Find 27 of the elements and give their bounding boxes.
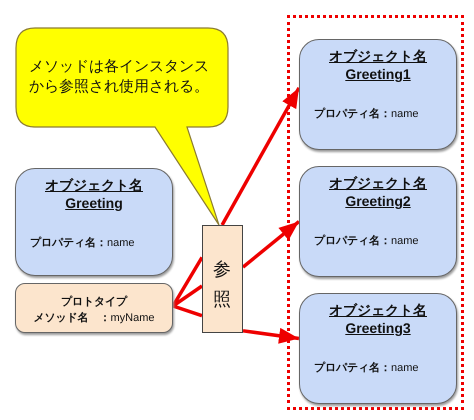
- object-heading: オブジェクト名: [328, 175, 428, 193]
- prototype-heading: プロトタイプ: [60, 294, 128, 309]
- prototype-box: [15, 283, 173, 333]
- object-name: Greeting: [64, 195, 124, 211]
- object-heading: オブジェクト名: [328, 302, 428, 320]
- callout-text: メソッドは各インスタンスから参照され使用される。: [29, 57, 210, 97]
- reference-box: [202, 225, 243, 333]
- object-heading: オブジェクト名: [328, 48, 428, 66]
- object-name: Greeting2: [344, 193, 412, 209]
- object-box: [299, 293, 457, 404]
- arrow: [220, 86, 301, 226]
- arrow: [242, 328, 300, 344]
- object-box: [15, 168, 173, 276]
- object-name: Greeting1: [344, 66, 412, 82]
- property-text: プロパティ名：name: [314, 106, 420, 121]
- reference-label: 参照: [213, 258, 232, 311]
- method-text: メソッド名 ：myName: [32, 310, 156, 325]
- object-box: [299, 39, 457, 150]
- property-text: プロパティ名：name: [314, 234, 420, 248]
- object-box: [299, 166, 457, 277]
- dotted-group-frame: [287, 15, 464, 410]
- object-name: Greeting3: [344, 320, 412, 336]
- property-text: プロパティ名：name: [30, 236, 136, 250]
- speech-bubble: [15, 27, 230, 227]
- arrow: [242, 220, 300, 268]
- object-heading: オブジェクト名: [44, 177, 144, 195]
- property-text: プロパティ名：name: [314, 360, 420, 375]
